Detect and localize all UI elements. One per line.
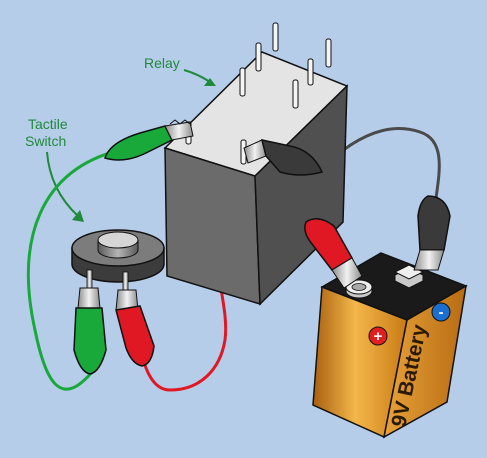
minus-icon: - (439, 304, 444, 321)
tactile-switch (71, 229, 165, 293)
plus-icon: + (374, 328, 383, 345)
green-clip-switch (73, 287, 107, 375)
relay-label: Relay (144, 55, 180, 71)
red-clip-battery (304, 218, 363, 289)
gray-clip-relay (243, 139, 324, 176)
relay-right-face (254, 84, 348, 306)
tactile-switch-arrow (46, 151, 84, 222)
battery-plus-badge: + (368, 326, 388, 346)
relay (163, 22, 349, 306)
green-wire (27, 148, 121, 391)
battery-minus-badge: - (431, 302, 451, 322)
tactile-switch-label-line1: Tactile (28, 116, 68, 132)
tactile-switch-label-line2: Switch (25, 133, 66, 149)
relay-arrow (183, 69, 216, 86)
gray-clip-battery (413, 195, 451, 271)
green-clip-relay (104, 119, 194, 161)
red-clip-switch (115, 289, 155, 367)
battery-side-face (382, 284, 467, 439)
battery: + - 9V Battery (312, 252, 468, 439)
relay-pins (185, 22, 332, 165)
battery-terminal-positive (345, 279, 373, 299)
